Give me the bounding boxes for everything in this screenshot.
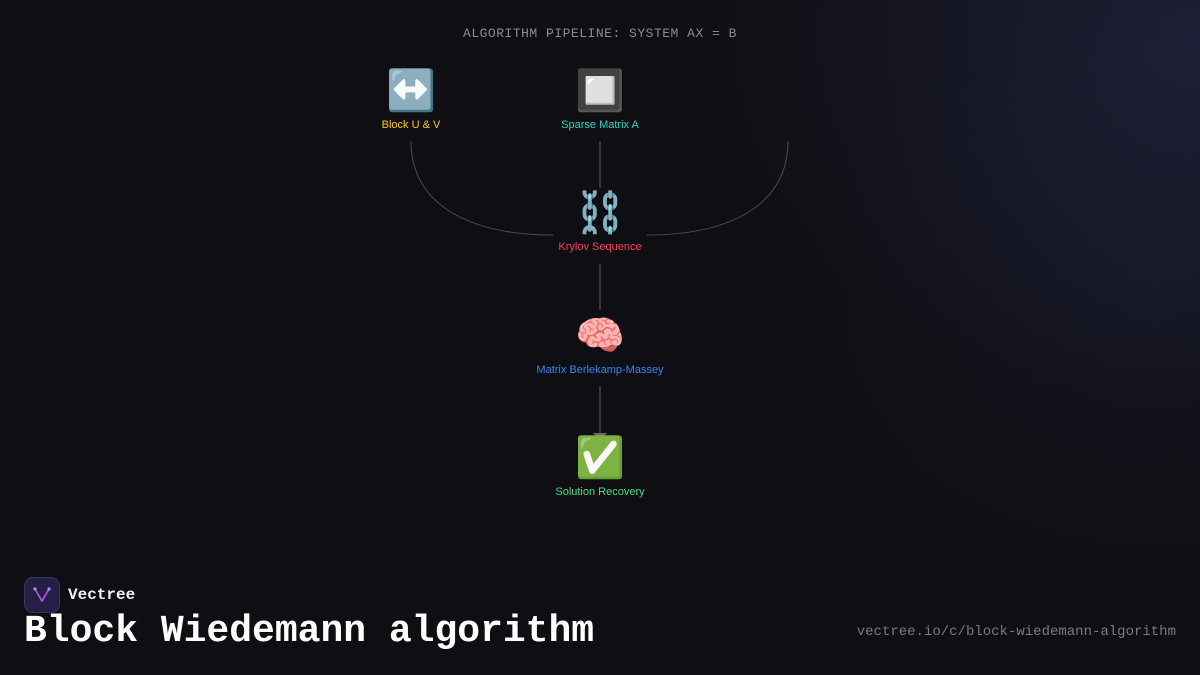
edge-arrowhead bbox=[593, 433, 607, 440]
page-title: Block Wiedemann algorithm bbox=[24, 610, 595, 653]
node-krylov[interactable]: ⛓️ Krylov Sequence bbox=[490, 189, 710, 253]
node-solution[interactable]: ✅ Solution Recovery bbox=[490, 434, 710, 498]
node-sparse-matrix[interactable]: 🔲 Sparse Matrix A bbox=[490, 67, 710, 131]
pipeline-title: ALGORITHM PIPELINE: SYSTEM AX = B bbox=[463, 26, 737, 41]
edge-u-loop-right bbox=[646, 140, 789, 236]
brand-name: Vectree bbox=[68, 586, 136, 604]
node-label: Sparse Matrix A bbox=[561, 119, 639, 131]
node-label: Block U & V bbox=[381, 119, 441, 131]
node-label: Krylov Sequence bbox=[558, 241, 642, 253]
edge-block-uv-to-krylov bbox=[410, 140, 554, 236]
chain-icon: ⛓️ bbox=[575, 190, 625, 236]
page-url[interactable]: vectree.io/c/block-wiedemann-algorithm bbox=[856, 624, 1176, 640]
check-mark-icon: ✅ bbox=[575, 435, 625, 481]
left-right-arrow-icon: ↔️ bbox=[386, 68, 436, 114]
node-label: Solution Recovery bbox=[555, 486, 645, 498]
brand[interactable]: Vectree bbox=[24, 577, 135, 613]
node-label: Matrix Berlekamp-Massey bbox=[536, 364, 664, 376]
vectree-logo-icon bbox=[24, 577, 60, 613]
node-berlekamp[interactable]: 🧠 Matrix Berlekamp-Massey bbox=[490, 312, 710, 376]
white-square-button-icon: 🔲 bbox=[575, 68, 625, 114]
brain-icon: 🧠 bbox=[575, 313, 625, 359]
node-block-uv[interactable]: ↔️ Block U & V bbox=[301, 67, 521, 131]
